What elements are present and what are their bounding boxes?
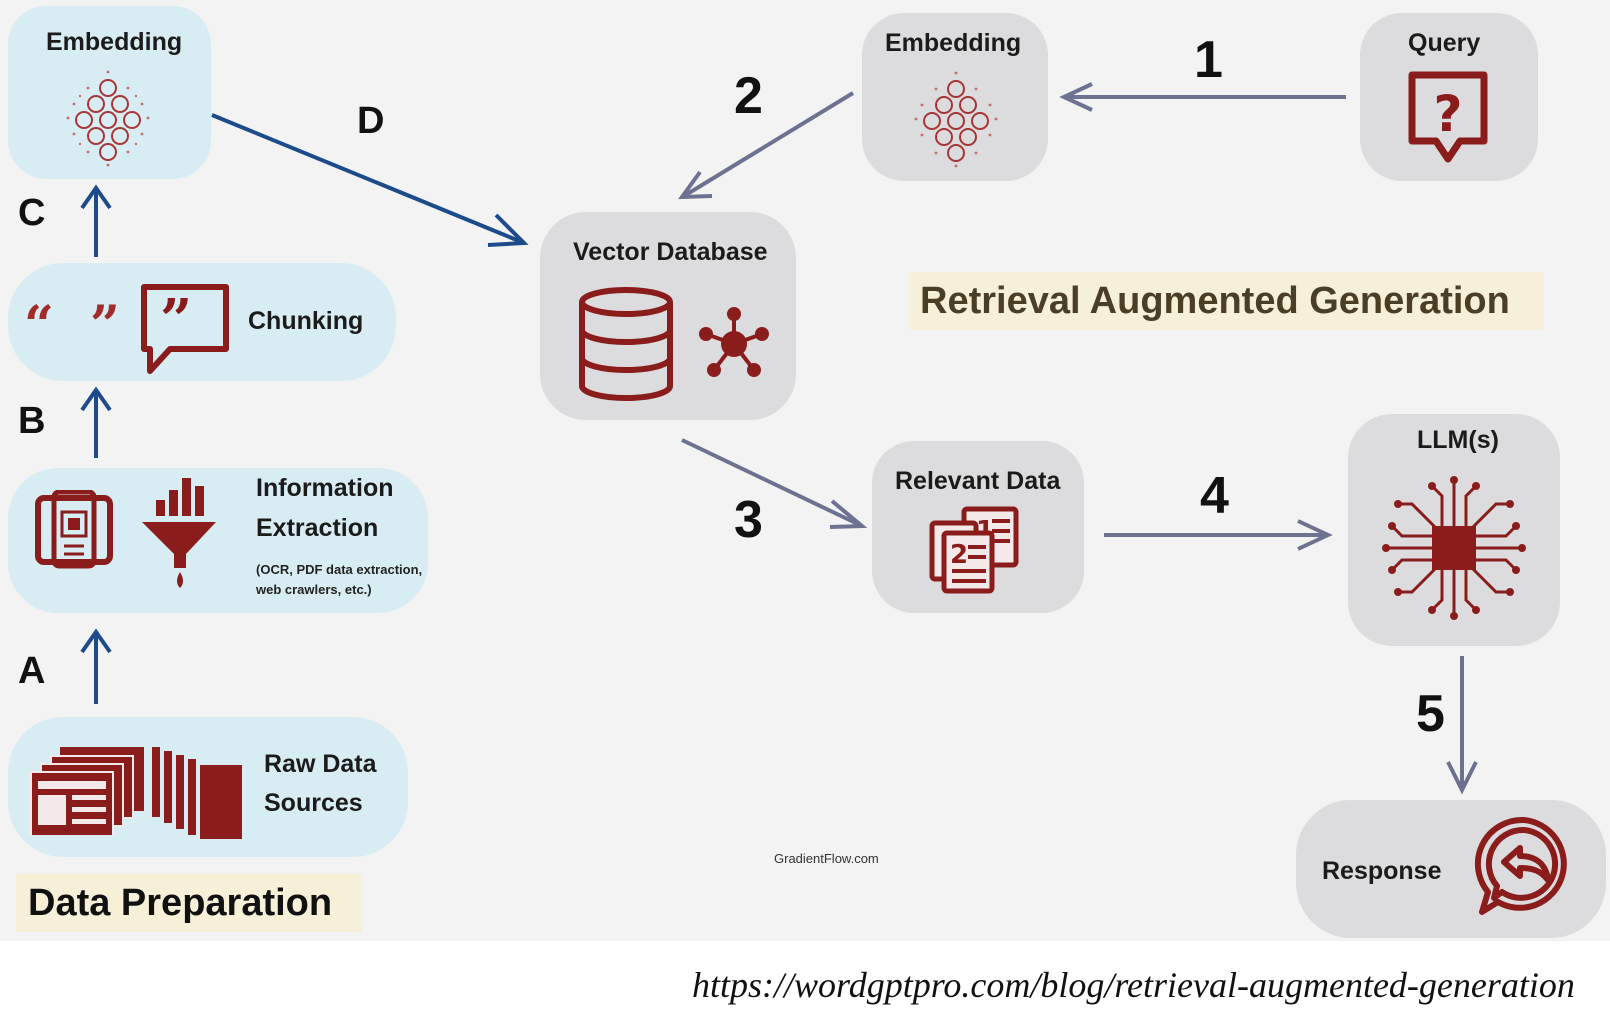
llm-node: LLM(s) <box>1348 414 1560 646</box>
step-number-4: 4 <box>1200 467 1229 525</box>
data-preparation-title: Data Preparation <box>16 874 362 932</box>
reply-bubble-icon <box>1474 816 1567 915</box>
step-letter-c: C <box>18 192 46 234</box>
raw-data-sources-node: Raw Data Sources <box>8 717 408 857</box>
neural-network-icon <box>914 71 998 168</box>
response-label: Response <box>1322 857 1442 885</box>
arrow-layer <box>80 82 1478 795</box>
information-extraction-node: Information Extraction (OCR, PDF data ex… <box>8 468 428 613</box>
information-extraction-label-line1: Information <box>256 474 394 502</box>
raw-data-label-line2: Sources <box>264 789 363 817</box>
relevant-data-node: Relevant Data 1 2 <box>872 441 1084 613</box>
embedding-left-label: Embedding <box>46 28 183 56</box>
information-extraction-note-line2: web crawlers, etc.) <box>256 582 372 597</box>
rag-title: Retrieval Augmented Generation <box>910 272 1544 330</box>
arrow-2 <box>677 91 855 200</box>
arrow-1 <box>1059 82 1346 112</box>
step-letter-a: A <box>18 650 46 692</box>
funnel-chart-icon <box>142 478 216 588</box>
credit-text: GradientFlow.com <box>774 851 879 866</box>
numbered-documents-icon: 1 2 <box>929 506 1019 594</box>
svg-text:”: ” <box>90 297 120 347</box>
chunking-label: Chunking <box>248 307 364 335</box>
source-url: https://wordgptpro.com/blog/retrieval-au… <box>692 965 1575 1005</box>
arrow-5 <box>1446 656 1478 795</box>
arrow-4 <box>1104 519 1333 551</box>
step-number-5: 5 <box>1416 685 1445 743</box>
speech-bubble-icon: ” <box>141 284 229 374</box>
query-label: Query <box>1408 29 1481 57</box>
hub-icon <box>699 307 769 377</box>
svg-text:?: ? <box>1433 85 1462 143</box>
step-number-3: 3 <box>734 491 763 549</box>
arrow-c <box>80 184 112 257</box>
step-letter-d: D <box>357 100 385 142</box>
question-bubble-icon: ? <box>1408 71 1488 163</box>
svg-text:“: “ <box>24 297 54 347</box>
information-extraction-note-line1: (OCR, PDF data extraction, <box>256 562 423 577</box>
newspaper-stack-icon <box>30 747 144 835</box>
embedding-right-node: Embedding <box>862 13 1048 181</box>
step-letter-b: B <box>18 400 46 442</box>
quote-icon: “ ” <box>24 297 120 347</box>
document-scan-icon <box>35 490 113 569</box>
embedding-right-label: Embedding <box>885 29 1022 57</box>
chip-circuit-icon <box>1382 476 1526 620</box>
vector-database-label: Vector Database <box>573 238 768 266</box>
step-number-2: 2 <box>734 67 763 125</box>
information-extraction-label-line2: Extraction <box>256 514 379 542</box>
step-number-1: 1 <box>1194 31 1223 89</box>
chunking-node: “ ” ” Chunking <box>8 263 396 381</box>
relevant-data-label: Relevant Data <box>895 467 1061 495</box>
raw-data-label-line1: Raw Data <box>264 750 377 778</box>
database-icon <box>579 287 673 401</box>
response-node: Response <box>1296 800 1606 938</box>
arrow-3 <box>681 438 868 529</box>
arrow-d <box>211 113 529 247</box>
arrow-a <box>80 628 112 704</box>
embedding-left-node: Embedding <box>8 6 211 179</box>
vector-database-node: Vector Database <box>540 212 796 420</box>
arrow-b <box>80 386 112 458</box>
llm-label: LLM(s) <box>1417 426 1499 454</box>
document-stack-icon <box>152 747 242 839</box>
neural-network-icon <box>66 70 150 167</box>
query-node: Query ? <box>1360 13 1538 181</box>
svg-text:”: ” <box>160 287 192 353</box>
svg-text:2: 2 <box>950 540 968 570</box>
